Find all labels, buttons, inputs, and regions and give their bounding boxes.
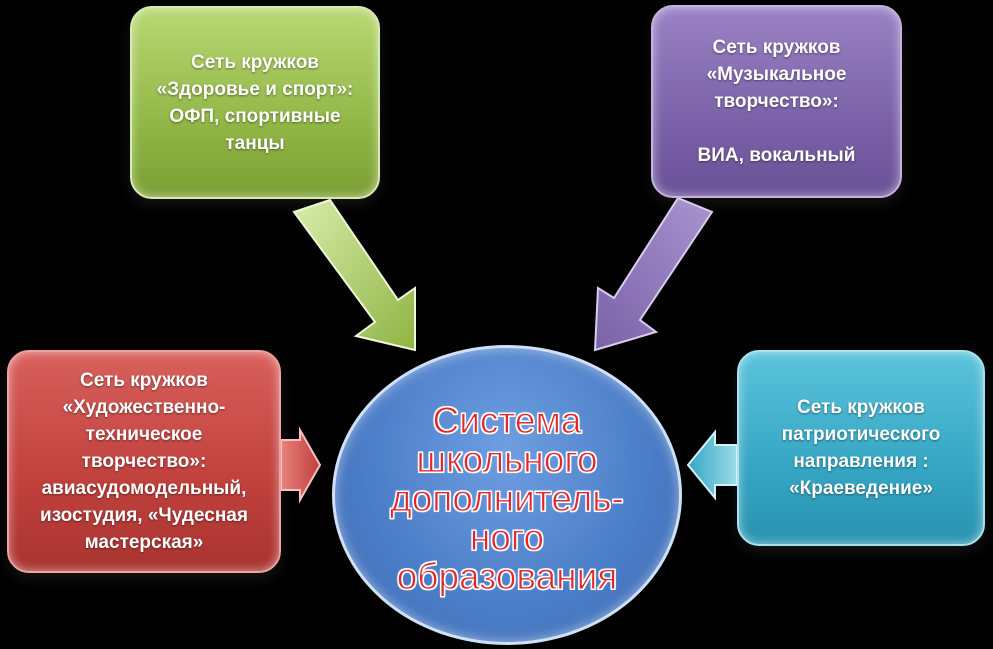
arrow-art-to-center bbox=[280, 426, 322, 504]
node-patriotic-text: Сеть кружков патриотического направления… bbox=[781, 397, 941, 499]
node-music-text: Сеть кружков «Музыкальное творчество»: В… bbox=[697, 37, 856, 166]
node-patriotic: Сеть кружков патриотического направления… bbox=[737, 350, 985, 546]
node-health-sport-text: Сеть кружков «Здоровье и спорт»: ОФП, сп… bbox=[156, 51, 354, 154]
node-music: Сеть кружков «Музыкальное творчество»: В… bbox=[651, 5, 902, 198]
node-health-sport: Сеть кружков «Здоровье и спорт»: ОФП, сп… bbox=[130, 6, 380, 199]
arrow-sport-to-center bbox=[292, 198, 416, 352]
node-art-technical-text: Сеть кружков «Художественно- техническое… bbox=[40, 370, 248, 553]
node-art-technical: Сеть кружков «Художественно- техническое… bbox=[7, 350, 281, 573]
arrow-music-to-center bbox=[593, 196, 714, 352]
center-node: Система школьного дополнитель- ного обра… bbox=[332, 345, 682, 645]
arrow-patriot-to-center bbox=[686, 429, 738, 501]
center-title: Система школьного дополнитель- ного обра… bbox=[390, 399, 625, 597]
